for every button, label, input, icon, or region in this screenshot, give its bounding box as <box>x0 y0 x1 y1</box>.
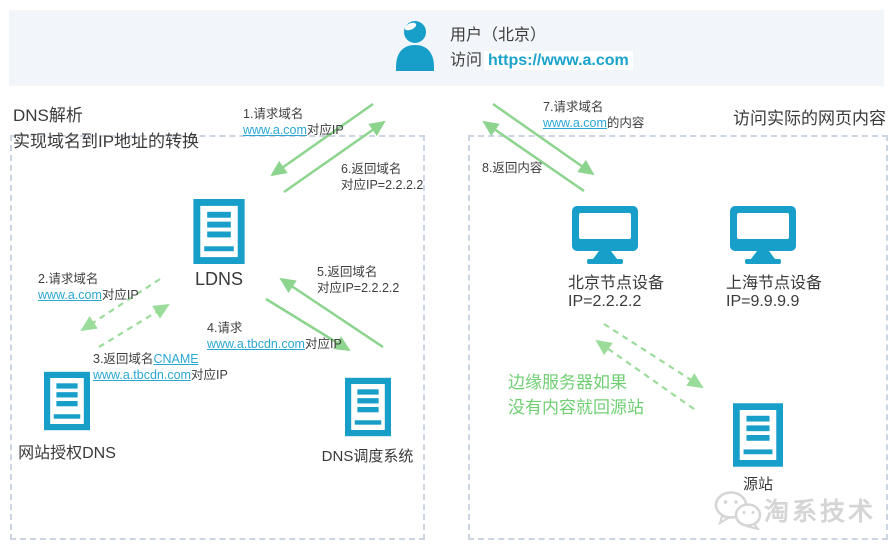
content-box-title: 访问实际的网页内容 <box>733 109 886 128</box>
node-auth-dns: 网站授权DNS <box>17 368 117 463</box>
node-dns-scheduler: DNS调度系统 <box>310 374 425 466</box>
banner-visit-prefix: 访问 <box>450 52 483 69</box>
label-step8: 8.返回内容 <box>482 161 543 175</box>
link-www-a-com[interactable]: www.a.com <box>243 123 307 137</box>
label-step1: 1.请求域名 www.a.com对应IP <box>243 107 344 137</box>
wechat-logo-icon <box>714 491 762 530</box>
link-cname[interactable]: CNAME <box>153 352 199 366</box>
node-dns-scheduler-label: DNS调度系统 <box>321 448 414 465</box>
node-auth-dns-label: 网站授权DNS <box>18 445 116 462</box>
node-origin-label: 源站 <box>742 476 773 493</box>
dns-box-title-line2: 实现域名到IP地址的转换 <box>13 132 200 151</box>
link-www-a-com[interactable]: www.a.com <box>38 288 102 302</box>
node-beijing: 北京节点设备 IP=2.2.2.2 <box>568 206 688 311</box>
node-origin: 源站 <box>728 402 788 494</box>
content-access-box <box>468 135 888 540</box>
node-beijing-label: 北京节点设备 <box>568 275 665 292</box>
monitor-icon <box>572 206 638 264</box>
node-shanghai: 上海节点设备 IP=9.9.9.9 <box>726 206 846 311</box>
label-step3: 3.返回域名CNAME www.a.tbcdn.com对应IP <box>93 352 228 382</box>
watermark-text: 淘系技术 <box>764 498 877 526</box>
user-icon <box>396 21 434 71</box>
link-www-a-tbcdn-com[interactable]: www.a.tbcdn.com <box>93 368 191 382</box>
watermark: 淘系技术 <box>712 490 876 530</box>
label-step4: 4.请求 www.a.tbcdn.com对应IP <box>207 321 342 351</box>
label-step5: 5.返回域名 对应IP=2.2.2.2 <box>317 265 400 295</box>
monitor-icon <box>730 206 796 264</box>
node-ldns: LDNS <box>184 199 254 290</box>
edge-server-note: 边缘服务器如果 没有内容就回源站 <box>508 373 644 417</box>
server-icon <box>44 371 90 431</box>
server-icon <box>193 199 245 264</box>
node-beijing-ip: IP=2.2.2.2 <box>568 293 642 310</box>
banner-user-label: 用户（北京） <box>450 27 547 44</box>
server-icon <box>733 403 783 467</box>
dns-resolution-box <box>10 135 425 540</box>
node-shanghai-label: 上海节点设备 <box>726 275 823 292</box>
link-www-a-com[interactable]: www.a.com <box>543 116 607 130</box>
dns-box-title: DNS解析 实现域名到IP地址的转换 <box>13 103 199 155</box>
link-www-a-tbcdn-com[interactable]: www.a.tbcdn.com <box>207 337 305 351</box>
label-step7: 7.请求域名 www.a.com的内容 <box>543 100 645 130</box>
dns-box-title-line1: DNS解析 <box>13 106 83 125</box>
label-step2: 2.请求域名 www.a.com对应IP <box>38 272 139 302</box>
node-ldns-label: LDNS <box>194 269 243 289</box>
banner-url-link[interactable]: https://www.a.com <box>484 51 633 70</box>
node-shanghai-ip: IP=9.9.9.9 <box>726 293 800 310</box>
server-icon <box>344 377 391 437</box>
label-step6: 6.返回域名 对应IP=2.2.2.2 <box>341 162 424 192</box>
